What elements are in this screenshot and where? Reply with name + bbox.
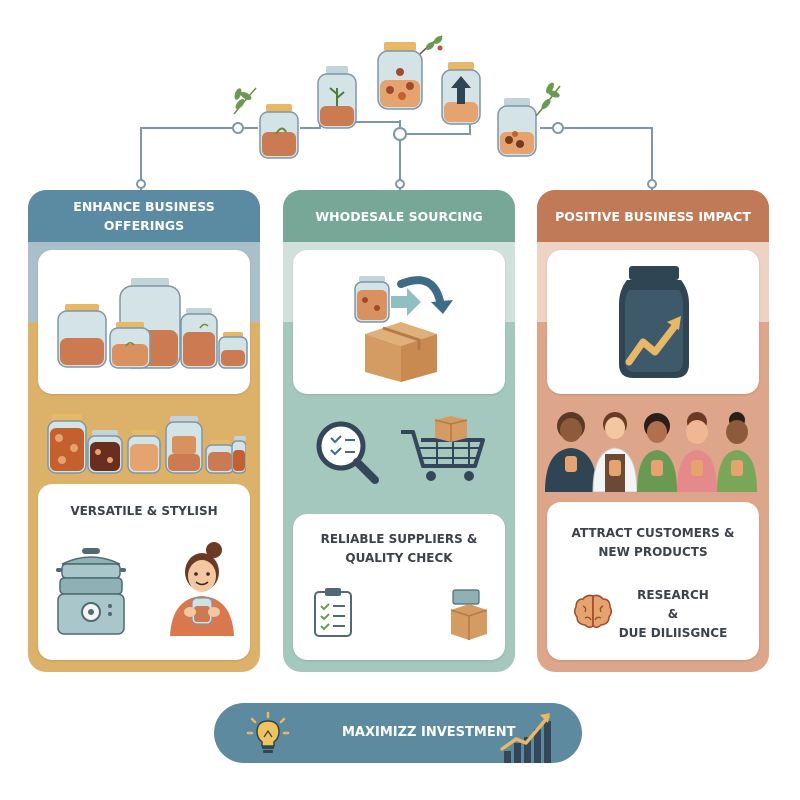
- panel-header: [537, 190, 769, 242]
- panel-enhance-offerings: ENHANCE BUSINESS OFFERINGS: [28, 190, 260, 672]
- card-title-line: RELIABLE SUPPLIERS &: [320, 532, 478, 546]
- jar-icon: [317, 66, 357, 129]
- jar-icon: [180, 308, 218, 369]
- sprout-icon: [535, 82, 561, 117]
- jar-icon: [57, 304, 107, 368]
- panel-heading: ENHANCE BUSINESS OFFERINGS: [28, 190, 260, 242]
- sprout-icon: [233, 87, 257, 115]
- bottom-label: MAXIMIZZ INVESTMENT: [342, 725, 516, 740]
- maximize-investment-bar: MAXIMIZZ INVESTMENT: [214, 703, 582, 763]
- jar-icon: [165, 416, 203, 474]
- research-text: RESEARCH & DUE DILIISGNCE: [613, 586, 733, 643]
- jar-icon: [218, 332, 248, 369]
- box-icon: [450, 589, 488, 640]
- jar-icon: [441, 62, 481, 125]
- panel-wholesale-sourcing: WHODESALE SOURCING: [283, 190, 515, 672]
- sourcing-card: [293, 250, 505, 394]
- lightbulb-icon: [246, 711, 290, 753]
- clipboard-icon: [314, 588, 352, 637]
- panel-heading: POSITIVE BUSINESS IMPACT: [537, 190, 769, 242]
- jar-icon: [127, 430, 161, 474]
- jar-icon: [231, 436, 246, 474]
- jar-icon: [619, 266, 689, 378]
- sprout-icon: [419, 35, 443, 55]
- panel-header: [283, 190, 515, 242]
- slow-cooker-icon: [56, 548, 126, 635]
- panel-heading-line: OFFERINGS: [103, 218, 185, 233]
- reliable-suppliers-card: RELIABLE SUPPLIERS & QUALITY CHECK: [293, 514, 505, 660]
- card-title: VERSATILE & STYLISH: [70, 504, 218, 518]
- jar-display-card: [38, 250, 250, 394]
- panel-heading-line: WHODESALE SOURCING: [315, 208, 483, 224]
- card-title-line: QUALITY CHECK: [345, 551, 453, 565]
- jar-icon: [205, 440, 235, 474]
- box-icon: [365, 322, 437, 382]
- impact-jar-card: [547, 250, 759, 394]
- research-line: DUE DILIISGNCE: [618, 626, 728, 640]
- growth-chart-icon: [625, 322, 679, 366]
- card-title-line: ATTRACT CUSTOMERS &: [571, 526, 735, 540]
- brain-icon: [573, 594, 613, 629]
- woman-with-jar-icon: [170, 542, 234, 636]
- jar-icon: [259, 104, 299, 159]
- jar-icon: [497, 98, 537, 157]
- card-title: RELIABLE SUPPLIERS & QUALITY CHECK: [293, 530, 505, 568]
- attract-customers-card: ATTRACT CUSTOMERS & NEW PRODUCTS RESEARC…: [547, 502, 759, 660]
- jar-icon: [354, 276, 390, 323]
- magnifier-icon: [316, 421, 379, 484]
- panel-header: [28, 190, 260, 242]
- right-arrow-icon: [391, 288, 421, 316]
- people-group-icon: [545, 412, 757, 492]
- cart-icon: [401, 430, 485, 481]
- research-line: &: [667, 607, 679, 621]
- jar-icon: [87, 430, 123, 474]
- versatile-card: VERSATILE & STYLISH: [38, 484, 250, 660]
- panel-positive-impact: POSITIVE BUSINESS IMPACT: [537, 190, 769, 672]
- top-jar-row: [233, 35, 561, 159]
- up-arrow-icon: [451, 76, 471, 104]
- panel-heading-line: ENHANCE BUSINESS: [73, 199, 215, 214]
- research-line: RESEARCH: [637, 588, 709, 602]
- jar-shelf: [47, 414, 246, 474]
- box-icon: [434, 416, 468, 442]
- panel-heading-line: POSITIVE BUSINESS IMPACT: [555, 208, 751, 224]
- panel-heading: WHODESALE SOURCING: [283, 190, 515, 242]
- growth-chart-icon: [500, 713, 551, 763]
- card-title: ATTRACT CUSTOMERS & NEW PRODUCTS: [547, 524, 759, 562]
- jar-icon: [377, 42, 423, 110]
- card-title-line: NEW PRODUCTS: [598, 545, 708, 559]
- return-arrow-icon: [397, 276, 445, 310]
- jar-icon: [47, 414, 87, 474]
- jar-icon: [109, 322, 151, 369]
